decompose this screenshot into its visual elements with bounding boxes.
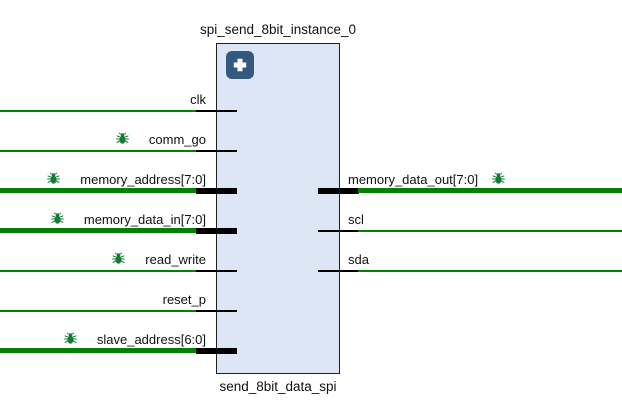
port-stub-memory-data-in[interactable] <box>196 227 237 234</box>
debug-bug-icon <box>51 212 64 228</box>
port-memory-data-in: memory_data_in[7:0] <box>0 211 206 229</box>
wire-read-write[interactable] <box>0 269 197 272</box>
expand-plus-icon[interactable] <box>226 51 254 79</box>
wire-sda[interactable] <box>358 269 622 272</box>
port-stub-clk[interactable] <box>196 109 237 112</box>
port-label-memory-address[interactable]: memory_address[7:0] <box>80 172 206 187</box>
port-label-scl[interactable]: scl <box>348 212 364 227</box>
port-stub-scl[interactable] <box>318 229 359 232</box>
wire-memory-data-in[interactable] <box>0 228 197 233</box>
wire-slave-address[interactable] <box>0 348 197 353</box>
port-label-slave-address[interactable]: slave_address[6:0] <box>96 332 206 347</box>
port-stub-memory-data-out[interactable] <box>318 187 359 194</box>
wire-comm-go[interactable] <box>0 149 197 152</box>
wire-scl[interactable] <box>358 229 622 232</box>
port-clk: clk <box>0 91 206 109</box>
port-stub-comm-go[interactable] <box>196 149 237 152</box>
wire-reset-p[interactable] <box>0 309 197 312</box>
debug-bug-icon <box>116 132 129 148</box>
port-label-reset-p[interactable]: reset_p <box>162 292 206 307</box>
port-memory-data-out: memory_data_out[7:0] <box>348 171 622 189</box>
port-reset-p: reset_p <box>0 291 206 309</box>
wire-memory-address[interactable] <box>0 188 197 193</box>
port-label-comm-go[interactable]: comm_go <box>148 132 206 147</box>
instance-name: spi_send_8bit_instance_0 <box>199 22 357 37</box>
port-label-clk[interactable]: clk <box>190 92 206 107</box>
ip-block[interactable] <box>216 43 340 374</box>
port-stub-memory-address[interactable] <box>196 187 237 194</box>
port-label-memory-data-out[interactable]: memory_data_out[7:0] <box>348 172 479 187</box>
debug-bug-icon <box>112 252 126 268</box>
port-memory-address: memory_address[7:0] <box>0 171 206 189</box>
port-stub-read-write[interactable] <box>196 269 237 272</box>
wire-clk[interactable] <box>0 109 197 112</box>
port-read-write: read_write <box>0 251 206 269</box>
port-sda: sda <box>348 251 622 269</box>
module-name: send_8bit_data_spi <box>219 379 337 394</box>
port-stub-reset-p[interactable] <box>196 309 237 312</box>
debug-bug-icon <box>47 172 61 188</box>
port-label-read-write[interactable]: read_write <box>145 252 206 267</box>
port-label-sda[interactable]: sda <box>348 252 369 267</box>
port-scl: scl <box>348 211 622 229</box>
port-slave-address: slave_address[6:0] <box>0 331 206 349</box>
port-stub-slave-address[interactable] <box>196 347 237 354</box>
port-label-memory-data-in[interactable]: memory_data_in[7:0] <box>83 212 206 227</box>
debug-bug-icon <box>64 332 77 348</box>
wire-memory-data-out[interactable] <box>358 188 622 193</box>
debug-bug-icon <box>492 172 505 188</box>
port-stub-sda[interactable] <box>318 269 359 272</box>
port-comm-go: comm_go <box>0 131 206 149</box>
